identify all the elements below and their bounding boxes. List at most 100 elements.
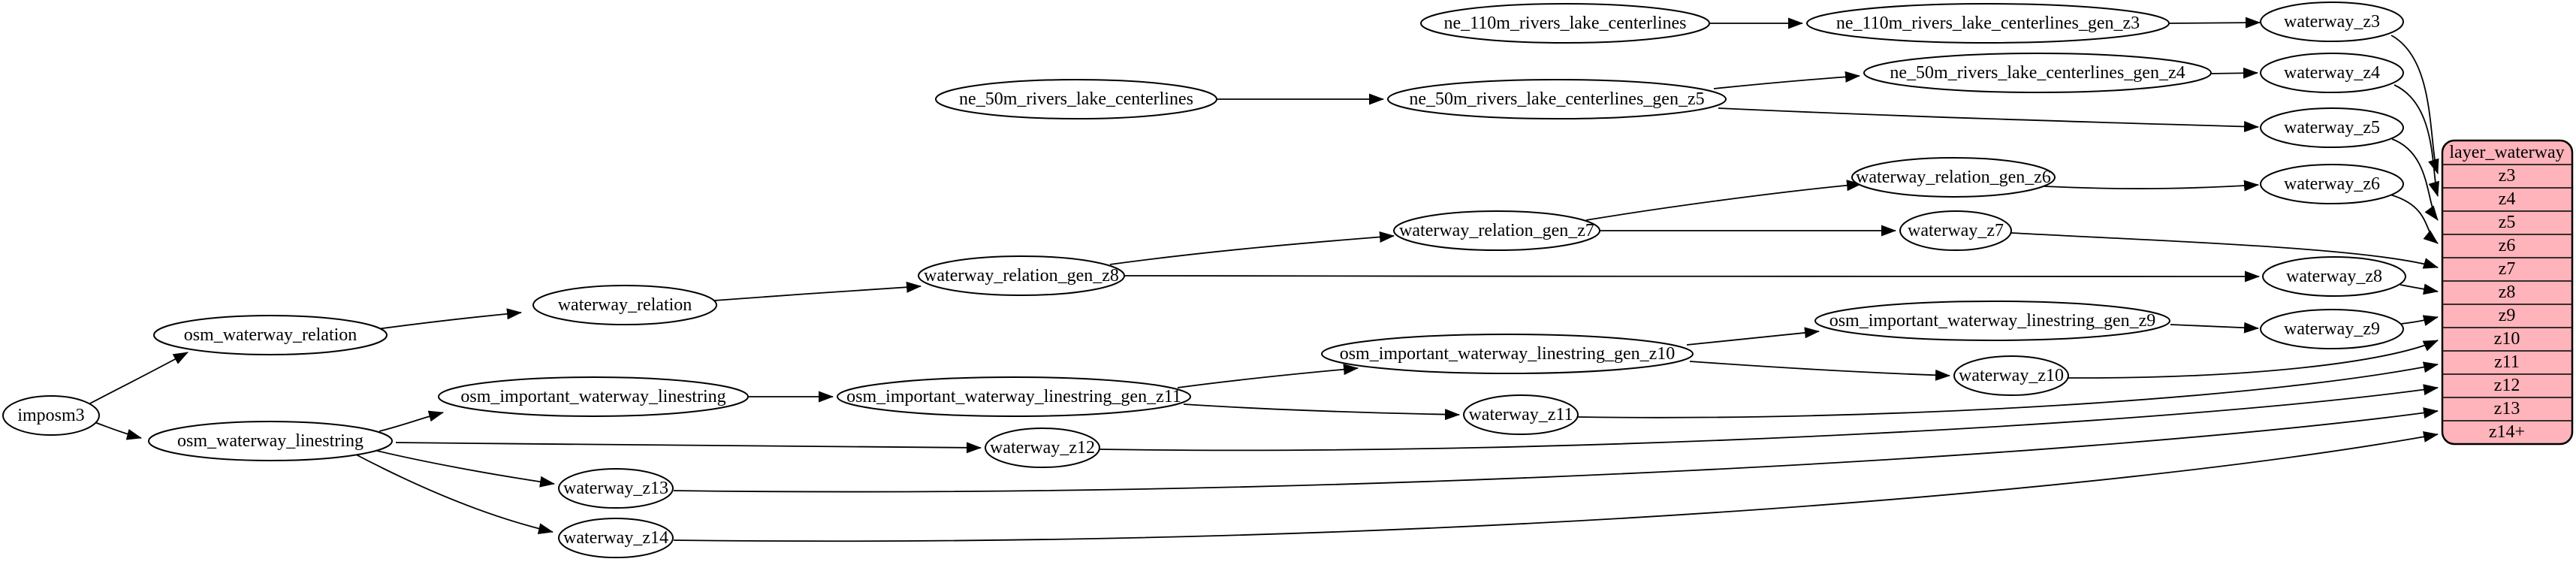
node-waterway_z14-label: waterway_z14 [563,528,668,548]
edge-waterway_z14-row_z14 [673,431,2439,542]
edge-waterway_relation_gen_z6-waterway_z6 [2044,180,2259,192]
node-osm_important_waterway_linestring_gen_z9: osm_important_waterway_linestring_gen_z9 [1814,301,2170,341]
node-osm_important_waterway_linestring_gen_z11: osm_important_waterway_linestring_gen_z1… [837,376,1191,417]
edge-osm_waterway_linestring-waterway_z12 [395,442,982,454]
node-waterway_relation_gen_z8: waterway_relation_gen_z8 [918,255,1125,296]
node-waterway_z7-label: waterway_z7 [1908,221,2004,240]
node-waterway_z9-label: waterway_z9 [2284,319,2380,339]
node-ne_110m_rivers_lake_centerlines_gen_z3-label: ne_110m_rivers_lake_centerlines_gen_z3 [1836,14,2140,33]
node-ne_50m_rivers_lake_centerlines: ne_50m_rivers_lake_centerlines [935,79,1217,119]
node-imposm3: imposm3 [2,395,100,436]
edge-waterway_z12-row_z12 [1099,384,2439,452]
edge-waterway_z3-row_z3 [2390,35,2439,174]
edge-waterway_relation_gen_z7-waterway_relation_gen_z6 [1585,180,1862,221]
node-ne_110m_rivers_lake_centerlines_gen_z3: ne_110m_rivers_lake_centerlines_gen_z3 [1806,3,2170,44]
table-row-z9: z9 [2499,306,2516,325]
edge-osm_waterway_linestring-osm_important [379,410,444,432]
edge-gen_z10-waterway_z10 [1689,361,1950,381]
edge-waterway_z6-row_z6 [2387,193,2439,244]
node-osm_important_waterway_linestring_gen_z11-label: osm_important_waterway_linestring_gen_z1… [846,387,1181,406]
edge-osm_waterway_relation-waterway_relation [376,308,522,330]
node-waterway_z10-shape [1953,355,2069,396]
edge-waterway_relation_gen_z8-waterway_relation_gen_z7 [1109,231,1395,265]
table-row-z6: z6 [2499,236,2516,255]
node-waterway_relation: waterway_relation [532,285,717,325]
edge-waterway_z10-row_z10 [2068,340,2439,379]
node-osm_important_waterway_linestring-label: osm_important_waterway_linestring [460,387,725,406]
node-osm_important_waterway_linestring_gen_z9-label: osm_important_waterway_linestring_gen_z9 [1829,311,2156,331]
node-waterway_relation_gen_z7-shape [1393,210,1600,251]
layer-waterway-table-box [2441,139,2574,446]
edge-gen_z11-gen_z10 [1177,364,1359,388]
layer-waterway-table: layer_waterway z3 z4 z5 z6 z7 z8 z9 z10 … [2441,139,2574,446]
edge-gen_z5-gen_z4 [1713,71,1860,89]
node-osm_important_waterway_linestring_gen_z11-shape [837,376,1191,417]
edge-gen_z5-waterway_z5 [1718,107,2259,132]
node-waterway_z5: waterway_z5 [2260,107,2404,148]
edge-layer [88,17,2439,542]
node-ne_110m_rivers_lake_centerlines-shape [1420,3,1710,44]
node-waterway_z10: waterway_z10 [1953,355,2069,396]
node-osm_waterway_linestring-label: osm_waterway_linestring [177,431,363,451]
edge-waterway_z7-row_z7 [2010,232,2439,269]
node-waterway_z8: waterway_z8 [2262,256,2406,297]
node-waterway_relation-shape [532,285,717,325]
node-osm_important_waterway_linestring_gen_z10: osm_important_waterway_linestring_gen_z1… [1321,334,1694,374]
node-waterway_relation_gen_z7: waterway_relation_gen_z7 [1393,210,1600,251]
node-osm_important_waterway_linestring-shape [438,376,749,417]
node-osm_waterway_relation: osm_waterway_relation [153,315,388,355]
node-waterway_relation_gen_z8-shape [918,255,1125,296]
node-ne_110m_rivers_lake_centerlines_gen_z3-shape [1806,3,2170,44]
node-waterway_z6: waterway_z6 [2260,164,2404,204]
edge-gen_z4-waterway_z4 [2209,67,2258,79]
node-ne_50m_rivers_lake_centerlines-shape [935,79,1217,119]
node-waterway_z6-label: waterway_z6 [2284,174,2380,194]
edge-waterway_relation-waterway_relation_gen_z8 [713,281,922,301]
node-waterway_z8-shape [2262,256,2406,297]
node-waterway_z13-shape [558,468,674,509]
node-waterway_z12-label: waterway_z12 [990,438,1095,458]
node-osm_important_waterway_linestring_gen_z9-shape [1814,301,2170,341]
table-row-z11: z11 [2494,352,2520,372]
node-waterway_z12: waterway_z12 [985,428,1100,468]
node-ne_50m_rivers_lake_centerlines_gen_z4-shape [1863,53,2212,93]
node-waterway_relation_gen_z8-label: waterway_relation_gen_z8 [924,266,1119,286]
node-waterway_z9-shape [2260,309,2404,349]
node-ne_50m_rivers_lake_centerlines_gen_z4-label: ne_50m_rivers_lake_centerlines_gen_z4 [1890,63,2185,83]
table-row-z7: z7 [2499,259,2516,279]
node-waterway_z5-label: waterway_z5 [2284,118,2380,137]
node-ne_50m_rivers_lake_centerlines_gen_z5-label: ne_50m_rivers_lake_centerlines_gen_z5 [1409,89,1704,109]
node-waterway_z9: waterway_z9 [2260,309,2404,349]
node-waterway_z14: waterway_z14 [558,518,674,558]
node-osm_waterway_relation-shape [153,315,388,355]
node-ne_110m_rivers_lake_centerlines: ne_110m_rivers_lake_centerlines [1420,3,1710,44]
node-waterway_z13: waterway_z13 [558,468,674,509]
table-row-z12: z12 [2494,376,2520,395]
edge-imposm3-osm_waterway_linestring [94,421,142,440]
node-waterway_z6-shape [2260,164,2404,204]
node-osm_waterway_linestring-shape [148,421,393,461]
node-waterway_z8-label: waterway_z8 [2286,267,2382,286]
table-row-z14: z14+ [2489,422,2525,442]
node-imposm3-label: imposm3 [17,406,84,425]
node-waterway_relation_gen_z6: waterway_relation_gen_z6 [1851,157,2056,198]
node-ne_50m_rivers_lake_centerlines_gen_z5-shape [1387,79,1727,119]
node-ne_50m_rivers_lake_centerlines_gen_z5: ne_50m_rivers_lake_centerlines_gen_z5 [1387,79,1727,119]
edge-waterway_z11-row_z11 [1577,361,2439,418]
table-row-z3: z3 [2499,166,2516,186]
node-osm_important_waterway_linestring_gen_z10-shape [1321,334,1694,374]
edge-waterway_z4-row_z4 [2394,84,2439,197]
edge-waterway_z9-row_z9 [2400,315,2439,326]
node-waterway_z11-shape [1463,394,1579,435]
edge-gen_z9-waterway_z9 [2170,322,2259,334]
table-row-z10: z10 [2494,329,2520,349]
node-osm_waterway_linestring: osm_waterway_linestring [148,421,393,461]
node-waterway_z4: waterway_z4 [2260,53,2404,93]
node-osm_waterway_relation-label: osm_waterway_relation [184,325,357,345]
node-waterway_z3: waterway_z3 [2260,2,2404,42]
node-waterway_z11-label: waterway_z11 [1468,405,1573,425]
node-waterway_z10-label: waterway_z10 [1959,366,2064,385]
node-waterway_z7-shape [1899,210,2012,251]
